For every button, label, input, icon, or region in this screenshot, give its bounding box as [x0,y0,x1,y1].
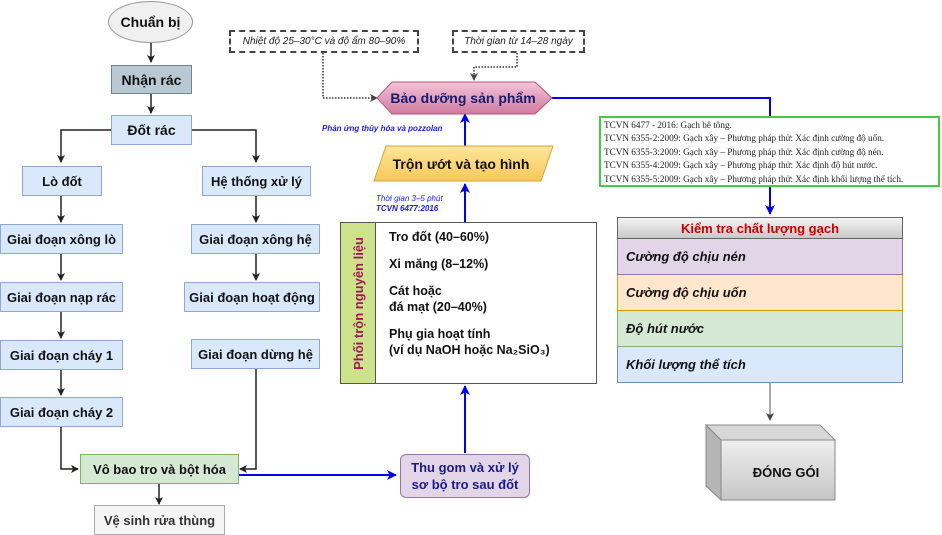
curing-time-note: Thời gian từ 14–28 ngày [452,30,585,53]
left-step-label: Giai đoạn cháy 2 [9,404,114,420]
quality-row: Độ hút nước [617,311,903,347]
mix-item-text: đá mạt (20–40%) [389,300,487,314]
curing-condition-text: Nhiệt độ 25–30°C và độ ẩm 80–90% [242,36,406,47]
mix-standard-note: TCVN 6477:2016 [376,204,438,213]
standard-item: TCVN 6355-3:2009: Gạch xây – Phương pháp… [604,146,884,157]
standard-item: TCVN 6355-2:2009: Gạch xây – Phương pháp… [604,133,885,144]
furnace-node: Lò đốt [22,166,102,196]
cleanup-node: Vệ sinh rửa thùng [94,505,225,535]
left-step-1: Giai đoạn xông lò [0,224,123,254]
mix-standard-text: TCVN 6477:2016 [376,204,439,213]
treatment-system-node: Hệ thống xử lý [202,166,311,196]
mix-item: Xi măng (8–12%) [389,256,596,272]
quality-row-text: Độ hút nước [626,321,704,336]
ash-collection-node: Thu gom và xử lý sơ bộ tro sau đốt [400,454,530,498]
right-step-label: Giai đoạn dừng hệ [198,346,313,362]
quality-check-title: Kiểm tra chất lượng gạch [617,217,903,239]
quality-check-table: Kiểm tra chất lượng gạch Cường độ chịu n… [617,217,903,383]
mix-item: Phụ gia hoạt tính (ví dụ NaOH hoặc Na₂SiO… [389,326,596,358]
ash-collection-line-1: Thu gom và xử lý [411,460,519,475]
forming-node: Trộn ướt và tạo hình [376,147,546,181]
receive-waste-node: Nhận rác [111,65,192,94]
left-step-2: Giai đoạn nạp rác [0,282,123,312]
mix-item-text: (ví dụ NaOH hoặc Na₂SiO₃) [389,343,550,357]
quality-row-text: Khối lượng thể tích [626,357,746,372]
start-node: Chuẩn bị [108,1,193,43]
right-step-label: Giai đoạn hoạt động [189,289,315,305]
receive-waste-label: Nhận rác [121,71,182,88]
left-step-label: Giai đoạn nạp rác [6,289,117,305]
left-step-4: Giai đoạn cháy 2 [0,397,123,427]
mixing-title-cell: Phối trộn nguyên liệu [341,223,376,383]
mix-item: Cát hoặc đá mạt (20–40%) [389,283,596,315]
burn-waste-label: Đốt rác [127,122,176,138]
quality-row: Khối lượng thể tích [617,347,903,383]
right-step-1: Giai đoạn xông hệ [191,224,320,254]
mix-time-note: Thời gian 3–5 phút [376,194,443,203]
ash-collection-line-2: sơ bộ tro sau đốt [411,477,519,492]
quality-row: Cường độ chịu nén [617,239,903,275]
mix-time-text: Thời gian 3–5 phút [376,194,443,203]
curing-condition-note: Nhiệt độ 25–30°C và độ ẩm 80–90% [229,30,419,53]
reaction-note-text: Phản ứng thủy hóa và pozzolan [322,124,443,133]
mixing-items: Tro đốt (40–60%) Xi măng (8–12%) Cát hoặ… [376,223,596,383]
mix-item-text: Phụ gia hoạt tính [389,327,491,341]
burn-waste-node: Đốt rác [111,115,192,145]
quality-row-text: Cường độ chịu uốn [626,285,747,300]
bagging-label: Vô bao tro và bột hóa [93,461,226,477]
right-step-2: Giai đoạn hoạt động [184,282,320,312]
mix-item-text: Tro đốt (40–60%) [389,230,490,244]
curing-time-text: Thời gian từ 14–28 ngày [464,36,573,47]
mixing-title: Phối trộn nguyên liệu [350,236,366,370]
treatment-system-label: Hệ thống xử lý [210,173,303,189]
mix-item-text: Xi măng (8–12%) [389,257,489,271]
curing-label: Bảo dưỡng sản phẩm [390,90,536,106]
mix-item-text: Cát hoặc [389,284,442,298]
mixing-box: Phối trộn nguyên liệu Tro đốt (40–60%) X… [340,222,597,384]
quality-row: Cường độ chịu uốn [617,275,903,311]
packaging-label: ĐÓNG GÓI [752,464,820,480]
left-step-3: Giai đoạn cháy 1 [0,340,123,370]
reaction-note: Phản ứng thủy hóa và pozzolan [322,124,442,133]
bagging-node: Vô bao tro và bột hóa [80,454,239,484]
curing-node: Bảo dưỡng sản phẩm [386,83,540,113]
left-step-label: Giai đoạn cháy 1 [9,347,114,363]
standard-item: TCVN 6477 - 2016: Gạch bê tông. [604,120,732,130]
packaging-node: ĐÓNG GÓI [736,452,836,492]
cleanup-label: Vệ sinh rửa thùng [103,512,216,528]
standards-box: TCVN 6477 - 2016: Gạch bê tông. TCVN 635… [599,116,940,187]
furnace-label: Lò đốt [42,173,82,189]
mix-item: Tro đốt (40–60%) [389,229,596,245]
standard-item: TCVN 6355-4:2009: Gạch xây – Phương pháp… [604,160,878,171]
forming-label: Trộn ướt và tạo hình [392,156,530,172]
quality-row-text: Cường độ chịu nén [626,249,746,264]
quality-check-title-text: Kiểm tra chất lượng gạch [680,220,840,236]
right-step-label: Giai đoạn xông hệ [199,231,312,247]
standard-item: TCVN 6355-5:2009: Gạch xây – Phương pháp… [604,173,904,184]
left-step-label: Giai đoạn xông lò [6,231,117,247]
right-step-3: Giai đoạn dừng hệ [191,339,320,369]
start-label: Chuẩn bị [120,14,181,30]
